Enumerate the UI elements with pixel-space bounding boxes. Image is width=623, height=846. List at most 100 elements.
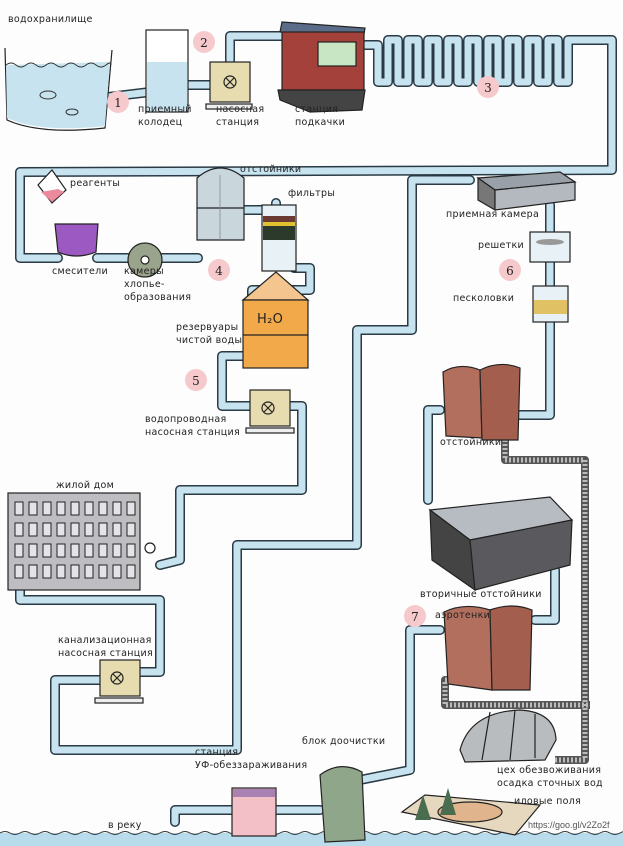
step-3: 3	[484, 81, 492, 95]
uv-disinfection-station	[231, 787, 277, 837]
filter	[261, 204, 297, 272]
reservoir	[4, 47, 113, 131]
receiving-chamber	[476, 171, 577, 212]
sludge-dewatering-hangar	[459, 709, 557, 763]
fish-icon	[65, 108, 79, 116]
label-pump-station-2: станция	[216, 117, 259, 128]
label-flocculation: камеры	[124, 266, 164, 277]
label-booster-station: станция	[295, 104, 338, 115]
house-window	[56, 543, 66, 558]
screens	[529, 231, 571, 263]
water-pump-station	[245, 389, 295, 434]
house-window	[126, 522, 136, 537]
booster-station-building	[277, 21, 366, 113]
label-water-pump-station: водопроводная	[145, 414, 226, 425]
label-filters: фильтры	[288, 188, 335, 199]
label-reservoir: водохранилище	[8, 14, 93, 25]
house-window	[42, 501, 52, 516]
house-window	[84, 564, 94, 579]
label-sewage-pump-station-2: насосная станция	[58, 648, 153, 659]
residential-house	[7, 492, 156, 591]
label-sewage-pump-station: канализационная	[58, 635, 152, 646]
label-secondary-settlers-visible: вторичные отстойники	[420, 589, 542, 600]
secondary-settlers	[443, 605, 533, 691]
house-window	[126, 564, 136, 579]
label-uv-station-2: УФ-обеззараживания	[195, 760, 307, 771]
step-5: 5	[192, 374, 200, 388]
tank-marking: H₂O	[257, 312, 283, 327]
label-sludge-dewatering-2: осадка сточных вод	[497, 778, 603, 789]
house-window	[28, 543, 38, 558]
label-primary-settlers: отстойники	[440, 437, 501, 448]
house-window	[126, 543, 136, 558]
house-window	[126, 501, 136, 516]
tree-icon	[440, 788, 456, 815]
label-residential-house: жилой дом	[56, 480, 114, 491]
house-window	[70, 501, 80, 516]
source-url: https://goo.gl/v2Zo2f	[528, 820, 610, 830]
house-window	[56, 522, 66, 537]
label-sludge-fields: иловые поля	[514, 796, 581, 807]
house-window	[112, 564, 122, 579]
primary-settlers	[442, 363, 521, 441]
label-sludge-dewatering: цех обезвоживания	[497, 765, 601, 776]
post-treatment-block	[319, 766, 366, 843]
house-window	[70, 522, 80, 537]
settler-tank	[196, 167, 245, 241]
house-window	[42, 522, 52, 537]
house-window	[56, 501, 66, 516]
sewage-pump-station	[94, 659, 144, 704]
label-flocculation-2: хлопье-	[124, 279, 165, 290]
house-window	[42, 543, 52, 558]
house-window	[112, 522, 122, 537]
sand-traps	[532, 285, 569, 323]
label-post-treatment: блок доочистки	[302, 736, 385, 747]
fish-icon	[39, 90, 57, 100]
tree-icon	[415, 795, 431, 820]
step-1: 1	[114, 96, 122, 110]
pump-station-1	[205, 61, 253, 110]
house-window	[28, 522, 38, 537]
house-window	[98, 501, 108, 516]
step-6: 6	[506, 264, 514, 278]
aerotank	[428, 496, 574, 592]
house-window	[56, 564, 66, 579]
clean-water-tank: H₂O	[241, 271, 310, 369]
label-reagents: реагенты	[70, 178, 120, 189]
house-window	[70, 543, 80, 558]
flocculation-chamber	[127, 242, 163, 278]
house-window	[42, 564, 52, 579]
intake-well	[145, 29, 189, 113]
label-settlers: отстойники	[240, 164, 301, 175]
house-window	[98, 564, 108, 579]
label-aerotanks: аэротенки	[435, 610, 490, 621]
house-window	[14, 522, 24, 537]
house-window	[14, 501, 24, 516]
house-window	[28, 501, 38, 516]
sludge-fields	[400, 788, 542, 836]
house-window	[84, 501, 94, 516]
river	[0, 831, 623, 846]
house-window	[98, 543, 108, 558]
house-window	[28, 564, 38, 579]
step-4: 4	[215, 264, 223, 278]
label-pump-station: насосная	[216, 104, 264, 115]
house-window	[98, 522, 108, 537]
step-2: 2	[200, 36, 208, 50]
label-clean-water-tanks: резервуары	[176, 322, 238, 333]
label-water-pump-station-2: насосная станция	[145, 427, 240, 438]
label-uv-station: станция	[195, 747, 238, 758]
valve-icon	[144, 542, 156, 554]
label-screens: решетки	[478, 240, 524, 251]
house-window	[70, 564, 80, 579]
house-window	[112, 543, 122, 558]
reagents-beaker	[37, 169, 67, 204]
step-badges: 1 2 3 4 5 6 7	[107, 31, 521, 627]
house-window	[14, 543, 24, 558]
label-booster-station-2: подкачки	[295, 117, 345, 128]
label-to-river: в реку	[108, 820, 142, 831]
house-window	[112, 501, 122, 516]
house-window	[84, 522, 94, 537]
label-sand-traps: песколовки	[453, 293, 514, 304]
